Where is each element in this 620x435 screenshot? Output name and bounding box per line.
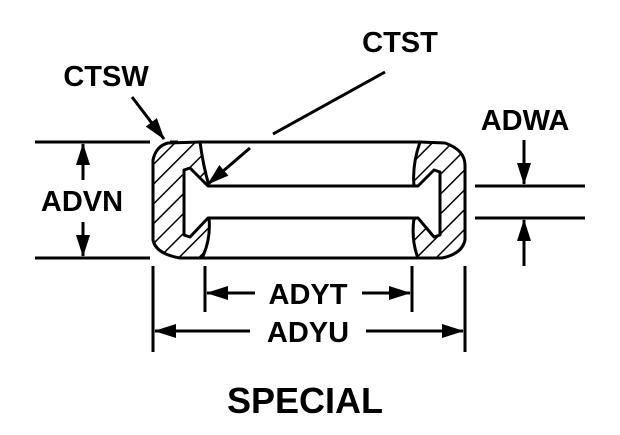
label-adwa: ADWA xyxy=(481,105,570,137)
label-ctst: CTST xyxy=(362,27,438,59)
callout-ctsw: CTSW xyxy=(63,61,178,144)
callout-ctst: CTST xyxy=(207,27,438,186)
label-adyt: ADYT xyxy=(269,279,348,311)
dimension-adyu: ADYU xyxy=(151,266,467,352)
dimension-adyt: ADYT xyxy=(203,266,414,312)
label-ctsw: CTSW xyxy=(63,61,149,93)
diagram-caption: SPECIAL xyxy=(227,380,383,421)
label-adyu: ADYU xyxy=(267,317,349,349)
dimension-adwa: ADWA xyxy=(475,105,585,266)
label-advn: ADVN xyxy=(41,186,123,218)
dimension-advn: ADVN xyxy=(35,140,150,260)
part-body xyxy=(151,140,467,260)
